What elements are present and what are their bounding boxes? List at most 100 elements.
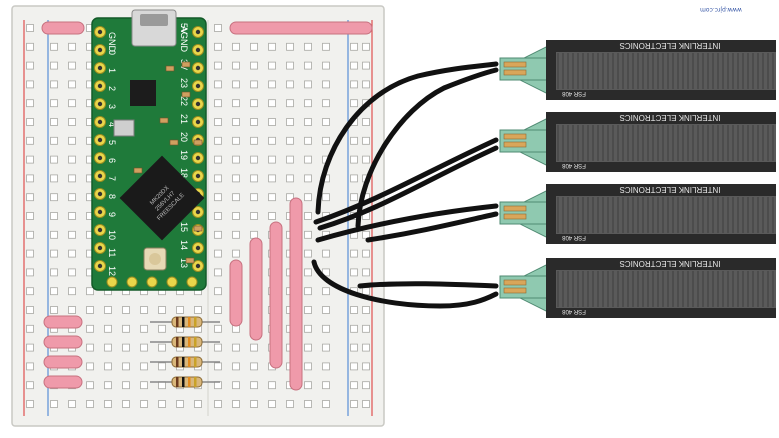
pin-label-right: 5V (179, 23, 189, 34)
breadboard-hole (68, 136, 76, 145)
header-pin-bottom (146, 276, 158, 288)
breadboard-hole (286, 99, 294, 108)
breadboard-hole (26, 287, 34, 296)
wire-1b (355, 67, 499, 229)
breadboard-hole (322, 400, 330, 408)
breadboard-hole (304, 155, 312, 164)
sensor-model-label: FSR 408 (562, 162, 586, 168)
smd-part (133, 167, 143, 174)
breadboard-hole (350, 174, 358, 183)
breadboard-hole (268, 381, 276, 390)
header-pin-hole (97, 47, 103, 53)
header-pin-hole (97, 137, 103, 143)
breadboard-hole (122, 381, 130, 390)
breadboard-hole (250, 230, 258, 239)
resistor-band (176, 317, 179, 327)
breadboard-hole (68, 306, 76, 314)
breadboard-hole (350, 136, 358, 145)
breadboard-hole (104, 306, 112, 314)
breadboard-hole (26, 381, 34, 390)
breadboard-hole (122, 306, 130, 314)
breadboard-hole (50, 249, 58, 258)
breadboard-hole (214, 174, 222, 183)
breadboard-hole (268, 61, 276, 70)
sensor-neck (499, 275, 551, 299)
breadboard-hole (304, 343, 312, 352)
header-pin-bottom (126, 276, 138, 288)
breadboard-hole (26, 42, 34, 51)
breadboard-hole (122, 400, 130, 408)
sensor-pin (503, 61, 527, 68)
breadboard-hole (68, 118, 76, 126)
smd-part (185, 257, 195, 264)
breadboard-hole (304, 118, 312, 126)
breadboard-hole (362, 230, 370, 239)
breadboard-hole (362, 136, 370, 145)
breadboard-hole (350, 249, 358, 258)
breadboard-hole (304, 230, 312, 239)
breadboard-hole (50, 174, 58, 183)
breadboard-hole (68, 400, 76, 408)
breadboard-hole (140, 400, 148, 408)
breadboard-hole (350, 193, 358, 202)
sensor-pin (503, 279, 527, 286)
jumper-vertical-1 (229, 259, 243, 327)
breadboard-hole (362, 118, 370, 126)
breadboard-hole (268, 136, 276, 145)
header-pin-bottom (166, 276, 178, 288)
header-pin-hole (195, 119, 201, 125)
breadboard-hole (286, 80, 294, 89)
breadboard-hole (214, 268, 222, 277)
breadboard-hole (26, 174, 34, 183)
pin-label-left: 1 (107, 68, 117, 73)
sensor-pin (503, 69, 527, 76)
breadboard-hole (350, 155, 358, 164)
pin-label-right: 18 (179, 168, 189, 178)
breadboard-hole (286, 136, 294, 145)
pin-label-left: 10 (107, 230, 117, 240)
wire-4b (357, 281, 499, 289)
breadboard-hole (232, 400, 240, 408)
pin-label-left: 5 (107, 140, 117, 145)
breadboard-hole (350, 362, 358, 371)
sensor-pin (503, 287, 527, 294)
breadboard-hole (350, 61, 358, 70)
breadboard-hole (26, 249, 34, 258)
breadboard-hole (322, 61, 330, 70)
sensor-brand-label: INTERLINK ELECTRONICS (620, 185, 721, 194)
pin-label-left: 3 (107, 104, 117, 109)
breadboard-hole (350, 80, 358, 89)
breadboard-hole (26, 118, 34, 126)
header-pin-hole (97, 245, 103, 251)
breadboard-hole (304, 287, 312, 296)
breadboard-hole (322, 42, 330, 51)
resistors (150, 316, 220, 388)
breadboard-hole (214, 212, 222, 220)
breadboard-hole (86, 362, 94, 371)
teensy-board: GND01234567891011125VAGND3V2322212019181… (91, 9, 207, 291)
breadboard-hole (232, 174, 240, 183)
pin-label-left: GND (107, 32, 117, 53)
resistor-band (176, 377, 179, 387)
breadboard-hole (304, 362, 312, 371)
breadboard-hole (232, 118, 240, 126)
breadboard-hole (322, 193, 330, 202)
breadboard-hole (26, 212, 34, 220)
breadboard-hole (250, 381, 258, 390)
breadboard-hole (214, 61, 222, 70)
resistor-band (188, 337, 191, 347)
resistor-band (176, 357, 179, 367)
breadboard-hole (194, 306, 202, 314)
breadboard-hole (26, 230, 34, 239)
jumper-vertical-3 (269, 221, 283, 369)
breadboard-hole (304, 306, 312, 314)
breadboard-hole (68, 287, 76, 296)
header-pin-hole (97, 191, 103, 197)
header-pin-hole (195, 173, 201, 179)
breadboard-hole (322, 324, 330, 333)
smd-components (133, 61, 203, 264)
breadboard-hole (50, 193, 58, 202)
breadboard-hole (268, 118, 276, 126)
